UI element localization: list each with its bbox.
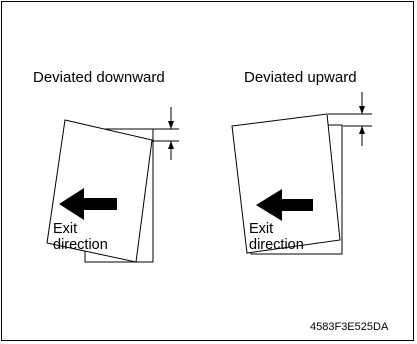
left-dim-arrowhead-bottom — [168, 141, 174, 149]
left-exit-arrow — [59, 188, 117, 220]
left-dim-arrowhead-top — [168, 121, 174, 129]
right-dim-arrowhead-bottom — [359, 126, 365, 134]
right-exit-label: Exit — [249, 221, 274, 237]
figure-frame — [1, 1, 414, 341]
right-direction-label: direction — [249, 237, 304, 253]
left-front-sheet — [46, 119, 153, 263]
left-exit-label: Exit — [53, 221, 78, 237]
left-paper-diagram — [46, 107, 179, 263]
left-direction-label: direction — [53, 237, 108, 253]
left-panel-title: Deviated downward — [33, 69, 165, 86]
right-dim-arrowhead-top — [359, 106, 365, 114]
figure-code: 4583F3E525DA — [310, 321, 389, 333]
right-front-sheet — [231, 113, 341, 254]
right-paper-diagram — [231, 92, 372, 255]
right-exit-arrow — [256, 189, 313, 221]
right-panel-title: Deviated upward — [244, 69, 357, 86]
